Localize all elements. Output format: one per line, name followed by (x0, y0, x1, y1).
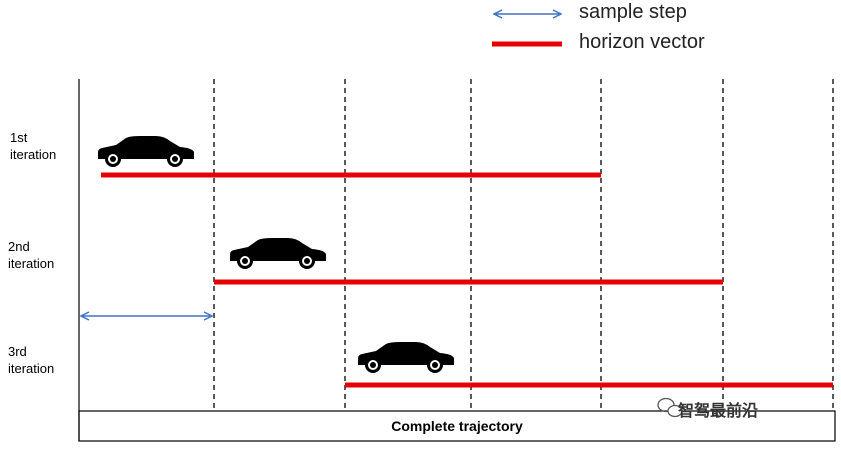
car-icon (98, 136, 194, 167)
iteration-ordinal: 1st (10, 130, 28, 145)
car-icon (358, 342, 454, 373)
iteration-word: iteration (10, 147, 57, 162)
trajectory-label: Complete trajectory (391, 418, 523, 434)
legend-sample-step: sample step (579, 1, 687, 23)
car-icon (230, 238, 326, 269)
iteration-ordinal: 2nd (8, 239, 30, 254)
iteration-ordinal: 3rd (8, 344, 27, 359)
iteration-label-1: 1st iteration (10, 129, 56, 163)
iteration-label-3: 3rd iteration (8, 343, 54, 377)
iteration-word: iteration (8, 256, 55, 271)
iteration-word: iteration (8, 361, 55, 376)
iteration-label-2: 2nd iteration (8, 238, 54, 272)
wechat-icon (657, 397, 683, 418)
legend-horizon-vector: horizon vector (579, 31, 705, 53)
trajectory-box (78, 410, 836, 442)
watermark-text: 智驾最前沿 (678, 401, 759, 420)
step-gridlines (213, 79, 834, 411)
